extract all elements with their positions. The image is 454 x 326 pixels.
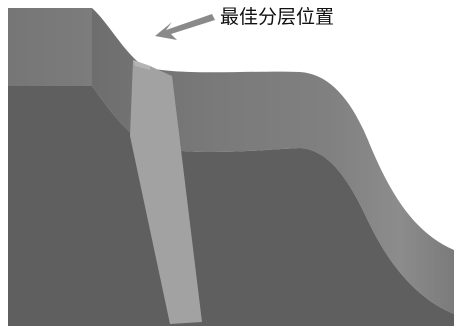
front-body [8, 86, 454, 326]
left-block-top-face [8, 8, 92, 86]
best-layering-position-label: 最佳分层位置 [220, 6, 335, 28]
slanted-column [130, 60, 202, 324]
pointer-arrow [155, 14, 215, 40]
slanted-column-edge [133, 60, 150, 70]
curved-top-surface [92, 8, 454, 314]
